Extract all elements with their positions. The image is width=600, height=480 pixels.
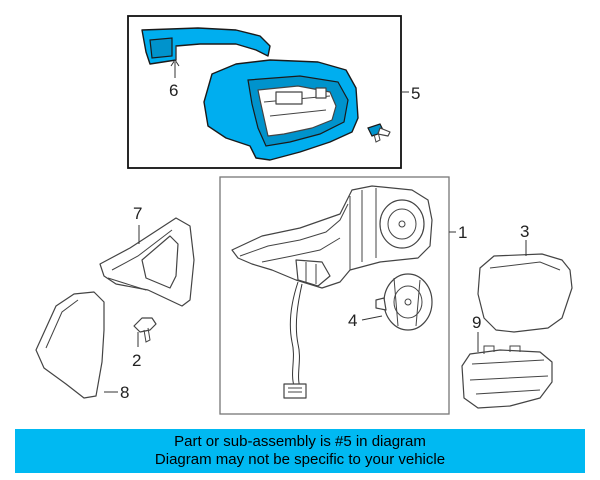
- callout-3: 3: [520, 222, 529, 241]
- part-6-trim-strip[interactable]: [141, 27, 271, 65]
- assembly-1-frame: [219, 176, 450, 415]
- part-5-mirror-cover[interactable]: [203, 59, 359, 161]
- info-banner: Part or sub-assembly is #5 in diagram Di…: [15, 429, 585, 473]
- leader-6-arrow: [170, 59, 180, 67]
- callout-4: 4: [348, 311, 357, 330]
- leader-4: [361, 315, 383, 321]
- part-4-motor[interactable]: [375, 273, 433, 331]
- callout-8: 8: [120, 383, 129, 402]
- screw[interactable]: [367, 123, 391, 143]
- callout-1: 1: [458, 223, 467, 242]
- part-1-mirror-base[interactable]: [231, 185, 433, 399]
- callout-5: 5: [411, 84, 420, 103]
- part-2-bolt[interactable]: [133, 317, 157, 343]
- part-8-mirror-glass[interactable]: [35, 291, 105, 399]
- callout-2: 2: [132, 351, 141, 370]
- callout-9: 9: [472, 313, 481, 332]
- callout-7: 7: [133, 204, 142, 223]
- part-9-lower-trim[interactable]: [461, 345, 553, 409]
- banner-line-1: Part or sub-assembly is #5 in diagram: [174, 433, 426, 450]
- banner-line-2: Diagram may not be specific to your vehi…: [154, 451, 446, 468]
- parts-diagram: 5 6 7 1 3 4 9 2 8: [35, 15, 573, 415]
- part-3-mirror-glass-flat[interactable]: [477, 253, 573, 333]
- callout-6: 6: [169, 81, 178, 100]
- part-7-housing-shell[interactable]: [99, 217, 195, 307]
